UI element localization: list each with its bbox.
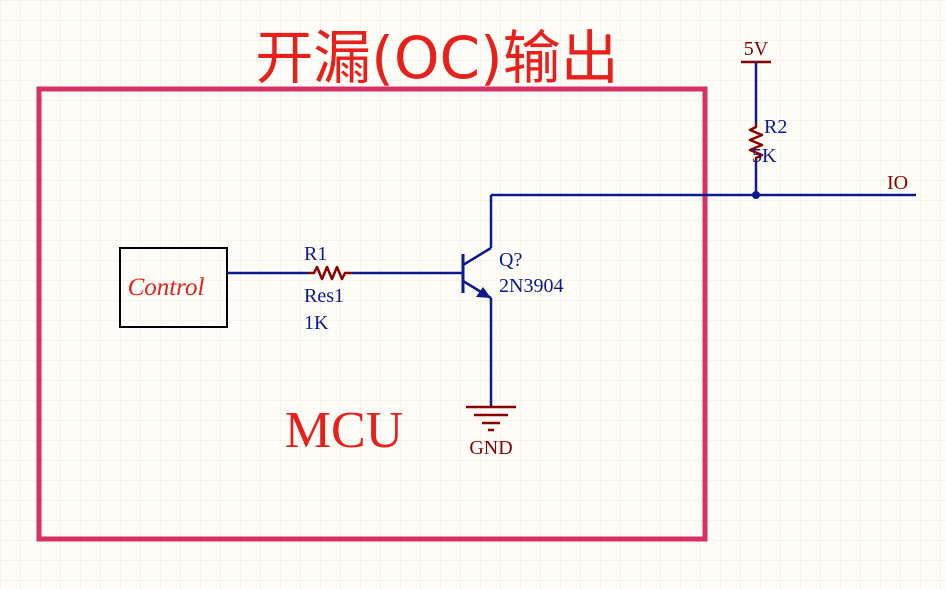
r2-designator: R2 (764, 116, 787, 138)
transistor-collector-lead (462, 246, 492, 267)
mcu-label: MCU (285, 402, 403, 459)
transistor-part: 2N3904 (499, 275, 563, 297)
power-label: 5V (744, 38, 769, 60)
r1-designator: R1 (304, 243, 327, 265)
control-block[interactable] (119, 247, 228, 328)
transistor-q[interactable] (461, 246, 492, 300)
mcu-boundary (36, 86, 708, 542)
r1-value: 1K (304, 312, 329, 334)
ground-symbol-icon (466, 405, 516, 432)
transistor-designator: Q? (499, 249, 522, 271)
r1-comment: Res1 (304, 285, 344, 307)
r2-value: 5K (752, 145, 777, 167)
transistor-emitter-arrow-icon (476, 287, 491, 298)
io-net-label: IO (887, 172, 908, 194)
gnd-label: GND (469, 437, 512, 459)
resistor-r1-body[interactable] (308, 265, 352, 281)
control-label: Control (128, 274, 205, 301)
diagram-title: 开漏(OC)输出 (255, 24, 618, 92)
resistor-r2-body[interactable] (748, 123, 764, 162)
